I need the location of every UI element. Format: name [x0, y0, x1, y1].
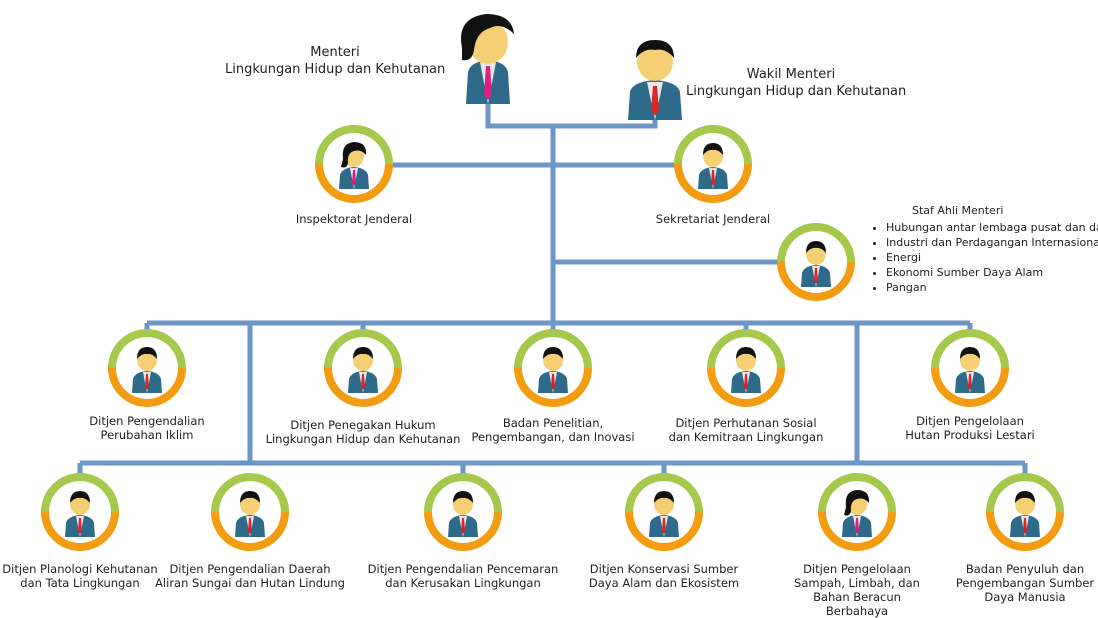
- ditjen-pskl-label-line: Ditjen Perhutanan Sosial: [675, 416, 817, 430]
- minister-title: Menteri Lingkungan Hidup dan Kehutanan: [225, 45, 446, 77]
- ditjen-phpl-label-line: Ditjen Pengelolaan: [916, 414, 1024, 428]
- balitbang-inovasi-label: Badan Penelitian,Pengembangan, dan Inova…: [443, 416, 663, 444]
- inspektorat-jenderal-label: Inspektorat Jenderal: [244, 212, 464, 226]
- ditjen-ppkl-icon: [407, 456, 519, 568]
- ditjen-ksdae-icon: [608, 456, 720, 568]
- ditjen-ppi-label-line: Perubahan Iklim: [100, 428, 194, 442]
- ditjen-phpl-label-line: Hutan Produksi Lestari: [905, 428, 1035, 442]
- staf-ahli-item: Industri dan Perdagangan Internasional: [886, 235, 1098, 250]
- ditjen-pslb3-label-line: Bahan Beracun: [813, 590, 901, 604]
- bp2sdm-label-line: Pengembangan Sumber: [955, 576, 1095, 590]
- ditjen-gakkum-icon: [307, 312, 419, 424]
- ditjen-pslb3-icon: [801, 456, 913, 568]
- ditjen-ppkl-label-line: dan Kerusakan Lingkungan: [385, 576, 541, 590]
- ditjen-ppi-label-line: Ditjen Pengendalian: [89, 414, 205, 428]
- staf-ahli-menteri-icon: [760, 206, 872, 318]
- staf-ahli-item: Ekonomi Sumber Daya Alam: [886, 265, 1098, 280]
- ditjen-pskl-label-line: dan Kemitraan Lingkungan: [668, 430, 824, 444]
- sekretariat-jenderal-label-line: Sekretariat Jenderal: [655, 212, 771, 226]
- staf-ahli-item: Hubungan antar lembaga pusat dan daerah: [886, 220, 1098, 235]
- inspektorat-jenderal-icon: [298, 108, 410, 220]
- ditjen-gakkum-label-line: Ditjen Penegakan Hukum: [290, 418, 436, 432]
- sekretariat-jenderal-label: Sekretariat Jenderal: [603, 212, 823, 226]
- balitbang-inovasi-label-line: Badan Penelitian,: [502, 416, 604, 430]
- ditjen-pslb3-label-line: Sampah, Limbah, dan: [794, 576, 920, 590]
- sekretariat-jenderal-icon: [657, 108, 769, 220]
- ditjen-pslb3-label-line: Berbahaya: [825, 604, 889, 618]
- ditjen-pktl-icon: [24, 456, 136, 568]
- staf-ahli-list: Staf Ahli Menteri Hubungan antar lembaga…: [874, 203, 1098, 295]
- vice-minister-figure: [618, 36, 692, 120]
- bp2sdm-label-line: Daya Manusia: [984, 590, 1066, 604]
- bp2sdm-icon: [969, 456, 1081, 568]
- ditjen-phpl-icon: [914, 312, 1026, 424]
- ditjen-pdashl-icon: [194, 456, 306, 568]
- ditjen-pslb3-label-line: Ditjen Pengelolaan: [803, 562, 911, 576]
- inspektorat-jenderal-label-line: Inspektorat Jenderal: [295, 212, 413, 226]
- ditjen-pskl-icon: [690, 312, 802, 424]
- staf-ahli-item: Energi: [886, 250, 1098, 265]
- ditjen-pktl-label-line: dan Tata Lingkungan: [20, 576, 140, 590]
- ditjen-ksdae-label-line: Daya Alam dan Ekosistem: [588, 576, 740, 590]
- bp2sdm-label-line: Badan Penyuluh dan: [965, 562, 1085, 576]
- ditjen-ppkl-label-line: Ditjen Pengendalian Pencemaran: [367, 562, 559, 576]
- minister-figure: [446, 10, 530, 104]
- balitbang-inovasi-icon: [497, 312, 609, 424]
- ditjen-pdashl-label-line: Aliran Sungai dan Hutan Lindung: [155, 576, 345, 590]
- vice-minister-title: Wakil Menteri Lingkungan Hidup dan Kehut…: [686, 67, 907, 99]
- ditjen-gakkum-label-line: Lingkungan Hidup dan Kehutanan: [265, 432, 461, 446]
- ditjen-pktl-label-line: Ditjen Planologi Kehutanan: [2, 562, 158, 576]
- staf-ahli-item: Pangan: [886, 280, 1098, 295]
- staf-ahli-title: Staf Ahli Menteri: [912, 204, 1004, 217]
- balitbang-inovasi-label-line: Pengembangan, dan Inovasi: [471, 430, 635, 444]
- ditjen-ppi-icon: [91, 312, 203, 424]
- ditjen-ksdae-label-line: Ditjen Konservasi Sumber: [589, 562, 739, 576]
- ditjen-pdashl-label-line: Ditjen Pengendalian Daerah: [169, 562, 331, 576]
